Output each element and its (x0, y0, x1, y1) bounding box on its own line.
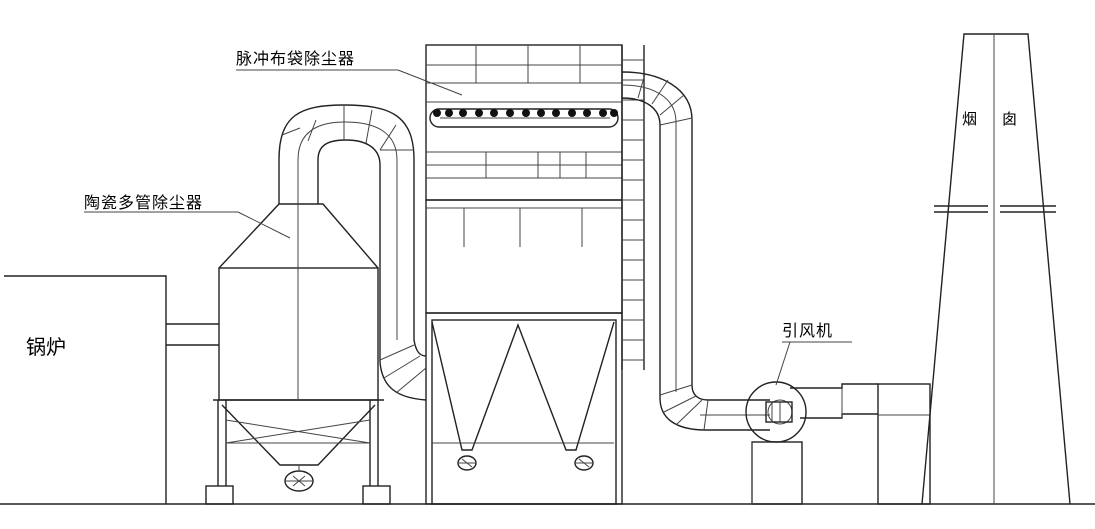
chimney-label-right: 囱 (1002, 110, 1017, 128)
chimney-label-left: 烟 (962, 110, 977, 128)
ceramic-cyclone-label: 陶瓷多管除尘器 (84, 193, 203, 212)
boiler-body (4, 275, 167, 504)
ceramic-multi-tube-dust-collector: 陶瓷多管除尘器 (84, 193, 391, 505)
boiler: 锅炉 (4, 275, 167, 504)
induced-draft-fan: 引风机 (745, 321, 931, 505)
induced-fan-label: 引风机 (782, 321, 833, 340)
outlet-duct-to-fan (621, 71, 770, 431)
pulse-valve-row (433, 109, 618, 117)
boiler-label: 锅炉 (26, 335, 66, 359)
chimney: 烟 囱 (921, 33, 1071, 505)
pulse-bag-filter-label: 脉冲布袋除尘器 (236, 49, 355, 68)
boiler-outlet-duct (166, 323, 219, 346)
connecting-duct-u (278, 104, 427, 401)
pulse-bag-dust-collector: 脉冲布袋除尘器 (236, 44, 645, 505)
